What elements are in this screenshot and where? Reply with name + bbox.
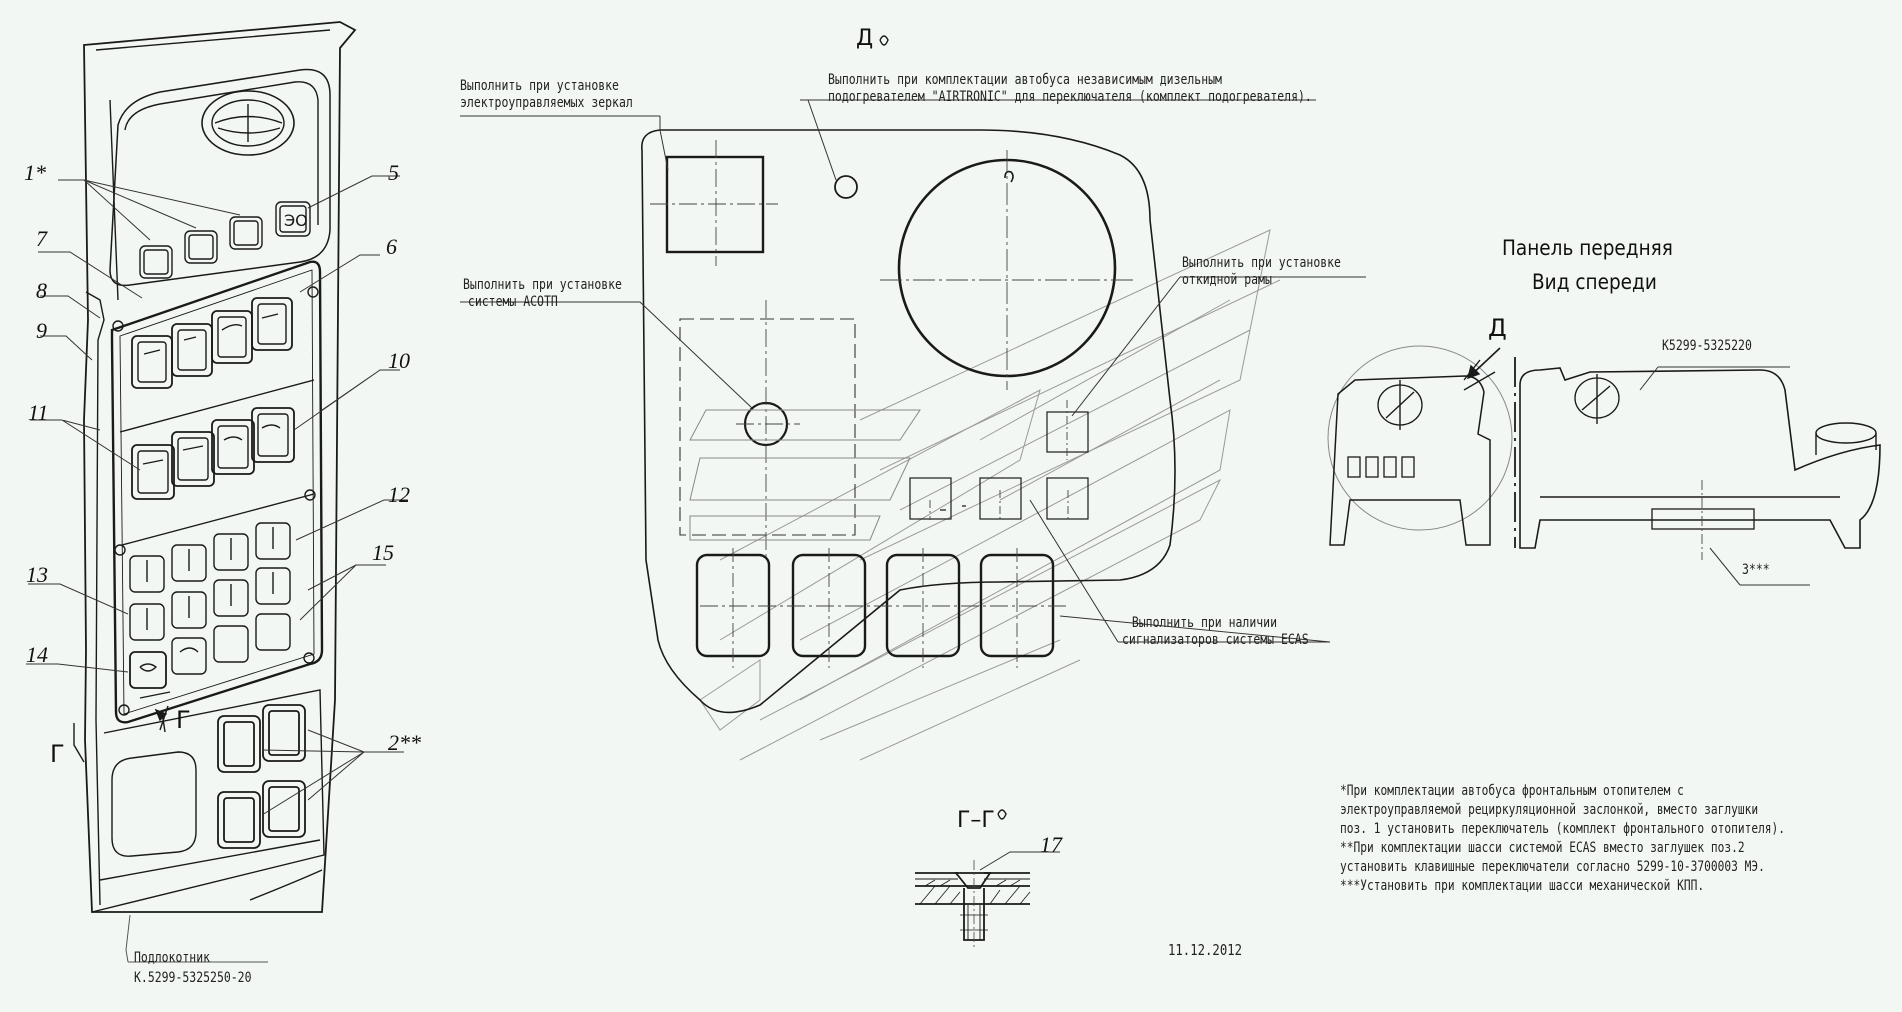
pos-10: 10	[388, 348, 410, 373]
panel-part-number: К5299-5325220	[1662, 338, 1752, 354]
pos3-label: 3***	[1742, 562, 1770, 578]
pos-5: 5	[388, 160, 399, 185]
section-g-drawing	[915, 809, 1060, 950]
callout-d-letter: Д	[1488, 314, 1507, 342]
pos-6: 6	[386, 234, 397, 259]
panel-title: Панель передняя	[1502, 236, 1673, 260]
drawing-date: 11.12.2012	[1168, 941, 1243, 959]
armrest-part-number: К.5299-5325250-20	[134, 970, 252, 986]
armrest-label: Подлокотник	[134, 950, 211, 966]
note-line: **При комплектации шасси системой ECAS в…	[1340, 840, 1745, 856]
pos-7: 7	[36, 226, 47, 251]
pos-8: 8	[36, 278, 47, 303]
pos-17: 17	[1040, 832, 1062, 857]
note-line: *При комплектации автобуса фронтальным о…	[1340, 783, 1684, 799]
pos-11: 11	[28, 400, 49, 425]
callout-airtronic: Выполнить при комплектации автобуса неза…	[828, 72, 1312, 105]
note-line: ***Установить при комплектации шасси мех…	[1340, 878, 1705, 894]
pos-12: 12	[388, 482, 410, 507]
svg-text:ЭO: ЭO	[284, 211, 308, 230]
pos-9: 9	[36, 318, 47, 343]
section-mark-g-right: Г	[176, 706, 191, 734]
note-line: установить клавишные переключатели согла…	[1340, 859, 1765, 875]
front-panel-drawing	[1327, 345, 1881, 586]
pos-13: 13	[26, 562, 48, 587]
notes-block: *При комплектации автобуса фронтальным о…	[1340, 782, 1785, 896]
section-g-title: Г–Г	[957, 808, 995, 833]
view-d-drawing	[460, 35, 1366, 761]
note-line: электроуправляемой рециркуляционной засл…	[1340, 802, 1759, 818]
pos-1: 1*	[24, 160, 46, 185]
view-d-title: Д	[856, 26, 874, 51]
pos-15: 15	[372, 540, 394, 565]
pos-14: 14	[26, 642, 48, 667]
panel-subtitle: Вид спереди	[1532, 270, 1657, 294]
note-line: поз. 1 установить переключатель (комплек…	[1340, 821, 1786, 837]
section-mark-g-left: Г	[50, 740, 65, 768]
pos-2: 2**	[388, 730, 421, 755]
console-panel-drawing: ЭO	[26, 21, 408, 963]
